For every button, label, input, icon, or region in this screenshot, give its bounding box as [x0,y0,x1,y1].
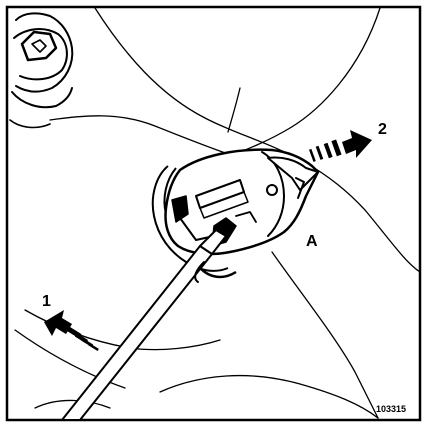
trim-clip [164,148,320,256]
callout-1: 1 [42,293,51,310]
clip-nose [267,156,319,191]
clip-jaw [171,195,189,223]
movement-arrow-2 [309,130,372,162]
figure-reference-number: 103315 [376,404,406,414]
bolt-head [9,12,74,129]
movement-arrow-1 [44,310,99,352]
clip-pin-hole [266,184,278,196]
clip-tip-slot [295,177,305,199]
pry-tool [61,229,227,421]
tool-tip [199,229,227,255]
callout-a: A [306,233,318,250]
callout-2: 2 [378,121,387,138]
